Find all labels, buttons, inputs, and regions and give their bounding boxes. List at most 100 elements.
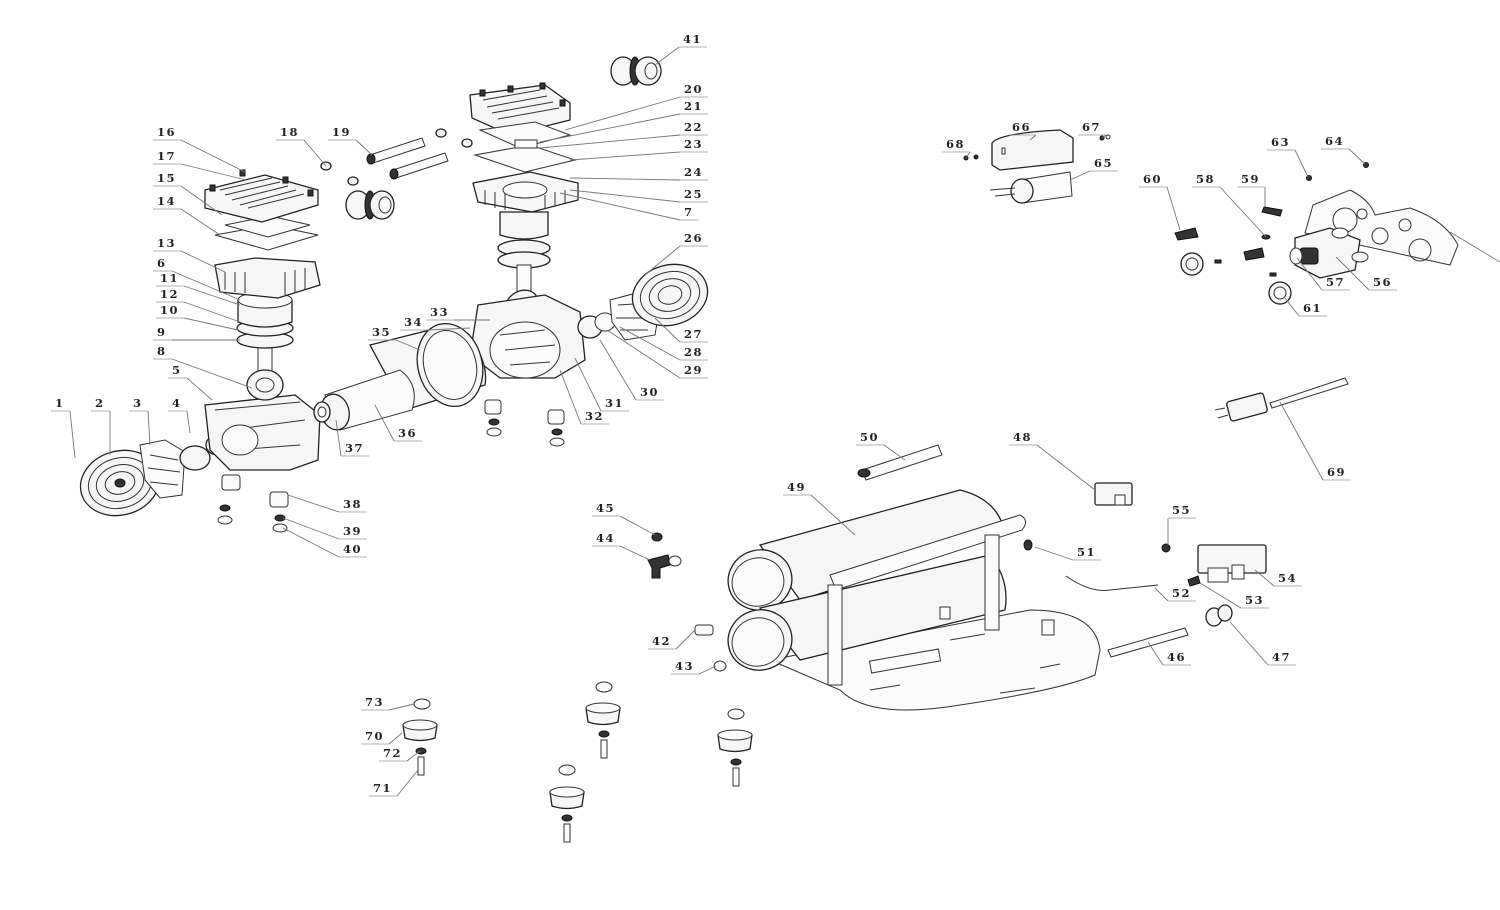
twin-tanks xyxy=(727,489,1007,671)
callout-number: 26 xyxy=(684,231,703,245)
callout-18: 18 xyxy=(276,125,327,167)
callout-leader xyxy=(654,46,680,66)
capacitor xyxy=(989,171,1073,204)
callout-number: 9 xyxy=(157,325,167,339)
callout-number: 43 xyxy=(675,659,694,673)
callout-leader xyxy=(388,703,415,711)
o-ring-19b xyxy=(461,138,473,148)
callout-21: 21 xyxy=(539,99,708,143)
callout-leader xyxy=(183,301,241,323)
valve-plate-right xyxy=(473,121,577,173)
callout-number: 13 xyxy=(157,236,176,250)
callout-number: 48 xyxy=(1013,430,1032,444)
cylinder-left xyxy=(214,257,321,299)
callout-number: 67 xyxy=(1082,120,1101,134)
callout-number: 17 xyxy=(157,149,176,163)
callout-number: 16 xyxy=(157,125,176,139)
callout-number: 22 xyxy=(684,120,703,134)
callout-24: 24 xyxy=(569,165,708,181)
callout-leader xyxy=(1348,148,1366,165)
callout-number: 66 xyxy=(1012,120,1031,134)
callout-67: 67 xyxy=(1078,120,1107,139)
callout-leader xyxy=(1034,546,1074,561)
callout-leader xyxy=(539,134,681,149)
callout-leader xyxy=(69,410,76,459)
callout-2: 2 xyxy=(91,396,111,455)
callout-number: 32 xyxy=(585,409,604,423)
callout-leader xyxy=(619,545,651,561)
callout-leader xyxy=(1101,134,1107,139)
callout-15: 15 xyxy=(153,171,223,216)
callout-33: 33 xyxy=(426,305,490,321)
callout-4: 4 xyxy=(168,396,191,434)
callout-number: 7 xyxy=(684,205,694,219)
callout-46: 46 xyxy=(1147,641,1191,666)
callout-leader xyxy=(183,285,241,306)
callout-leader xyxy=(564,96,681,131)
callout-leader xyxy=(619,326,681,361)
fitting-55 xyxy=(1161,543,1171,553)
callout-leader xyxy=(303,139,327,167)
regulator xyxy=(1289,247,1319,265)
callout-19: 19 xyxy=(328,125,373,156)
fitting-59 xyxy=(1261,206,1283,217)
callout-11: 11 xyxy=(156,271,241,306)
callout-68: 68 xyxy=(942,137,971,159)
callout-26: 26 xyxy=(644,231,708,276)
callout-73: 73 xyxy=(361,695,415,711)
callout-65: 65 xyxy=(1069,156,1118,181)
callout-28: 28 xyxy=(619,326,708,361)
callout-leader xyxy=(965,151,971,159)
o-ring-19a xyxy=(435,128,447,138)
callout-leader xyxy=(569,189,681,203)
callout-71: 71 xyxy=(369,769,419,797)
callout-27: 27 xyxy=(654,317,708,343)
callout-leader xyxy=(1335,256,1370,291)
callout-leader xyxy=(619,515,656,536)
elbow-51 xyxy=(1023,539,1033,551)
callout-leader xyxy=(180,208,221,236)
callout-25: 25 xyxy=(569,187,708,203)
callout-44: 44 xyxy=(592,531,651,561)
spring-fitting xyxy=(1243,247,1265,261)
capacitor-cover xyxy=(991,129,1074,171)
callout-55: 55 xyxy=(1167,503,1196,545)
callout-leader xyxy=(1069,170,1091,181)
washer-43 xyxy=(713,660,727,672)
callout-leader xyxy=(599,339,637,401)
callout-leader xyxy=(374,404,395,442)
connecting-rod-left xyxy=(246,339,284,401)
callout-number: 6 xyxy=(157,256,167,270)
callout-leader xyxy=(1147,641,1164,666)
callout-number: 68 xyxy=(946,137,965,151)
callout-54: 54 xyxy=(1254,569,1302,587)
callout-number: 35 xyxy=(372,325,391,339)
callout-leader xyxy=(574,357,602,412)
callout-leader xyxy=(1284,297,1300,317)
callout-48: 48 xyxy=(1009,430,1096,491)
callout-56: 56 xyxy=(1335,256,1397,291)
callout-70: 70 xyxy=(361,729,403,745)
callout-leader xyxy=(569,177,681,181)
callout-leader xyxy=(1036,444,1096,491)
callout-number: 24 xyxy=(684,165,703,179)
callout-30: 30 xyxy=(599,339,664,401)
callout-17: 17 xyxy=(153,149,247,181)
callout-35: 35 xyxy=(368,325,421,351)
callout-38: 38 xyxy=(287,494,367,513)
cylinder-head-left xyxy=(204,169,319,223)
callout-number: 70 xyxy=(365,729,384,743)
callout-number: 27 xyxy=(684,327,703,341)
callout-leader xyxy=(147,410,151,446)
gauge-panel xyxy=(1304,189,1459,266)
callout-number: 61 xyxy=(1303,301,1322,315)
callout-leader xyxy=(559,192,681,221)
callout-22: 22 xyxy=(539,120,708,149)
callout-6: 6 xyxy=(153,256,241,301)
callout-13: 13 xyxy=(153,236,226,273)
callout-number: 28 xyxy=(684,345,703,359)
callout-number: 59 xyxy=(1241,172,1260,186)
callout-leader xyxy=(569,151,681,161)
rubber-foot-set-4 xyxy=(549,764,585,843)
callout-leader xyxy=(171,270,241,301)
